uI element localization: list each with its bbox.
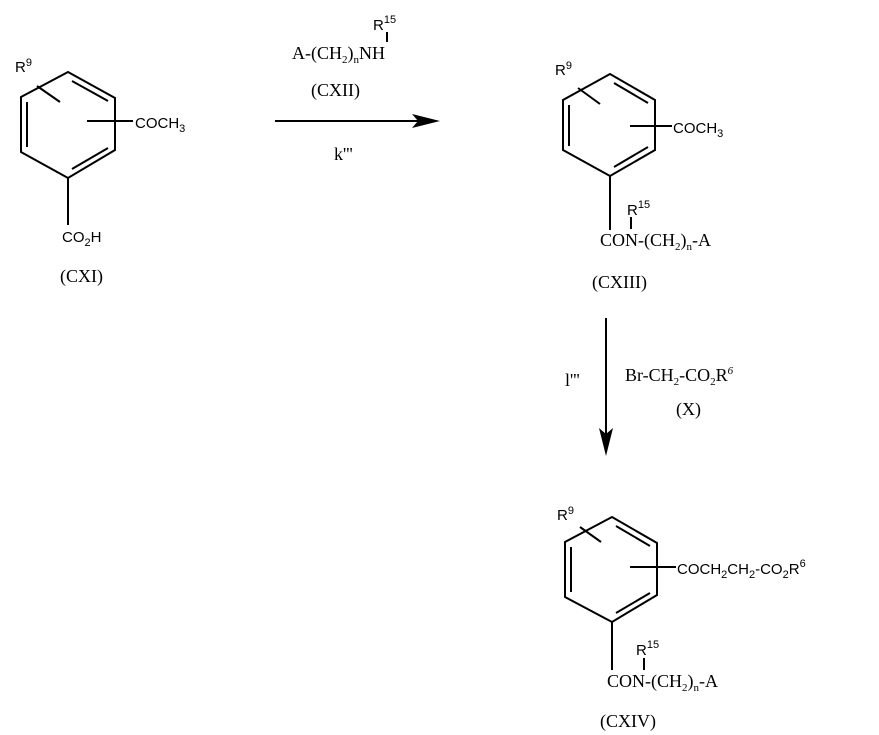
r9-label: R9 [555, 60, 572, 79]
reaction-step-2: l''' Br-CH2-CO2R6 (X) [565, 318, 734, 456]
step-2-label: l''' [565, 370, 580, 390]
compound-label: (CXI) [60, 266, 103, 287]
step-1-label: k''' [334, 144, 353, 164]
r9-label: R9 [557, 505, 574, 524]
amide-label: CON-(CH2)n-A [600, 230, 711, 253]
reagent-x-label: (X) [676, 399, 701, 420]
compound-label: (CXIII) [592, 272, 647, 293]
compound-cxiii: R9 COCH3 R15 CON-(CH2)n-A (CXIII) [555, 60, 723, 293]
r9-bond [578, 88, 600, 104]
r15-label: R15 [636, 639, 659, 659]
r15-label: R15 [373, 14, 396, 34]
benzene-ring [565, 517, 657, 622]
reagent-cxii-label: (CXII) [311, 80, 360, 101]
r9-label: R9 [15, 57, 32, 76]
acetyl-label: COCH3 [673, 120, 723, 140]
acetyl-label: COCH3 [135, 115, 185, 135]
reagent-cxii-formula: A-(CH2)nNH [292, 43, 385, 66]
ketoester-chain-label: COCH2CH2-CO2R6 [677, 558, 806, 581]
reaction-step-1: R15 A-(CH2)nNH (CXII) k''' [275, 14, 440, 164]
carboxylic-acid-label: CO2H [62, 229, 101, 249]
benzene-ring [21, 72, 115, 178]
r9-bond [37, 86, 60, 102]
compound-cxi: R9 COCH3 CO2H (CXI) [15, 57, 185, 287]
compound-cxiv: R9 COCH2CH2-CO2R6 R15 CON-(CH2)n-A (CXIV… [557, 505, 806, 732]
compound-label: (CXIV) [600, 711, 656, 732]
reagent-x-formula: Br-CH2-CO2R6 [625, 365, 734, 388]
amide-label: CON-(CH2)n-A [607, 671, 718, 694]
r15-label: R15 [627, 199, 650, 219]
